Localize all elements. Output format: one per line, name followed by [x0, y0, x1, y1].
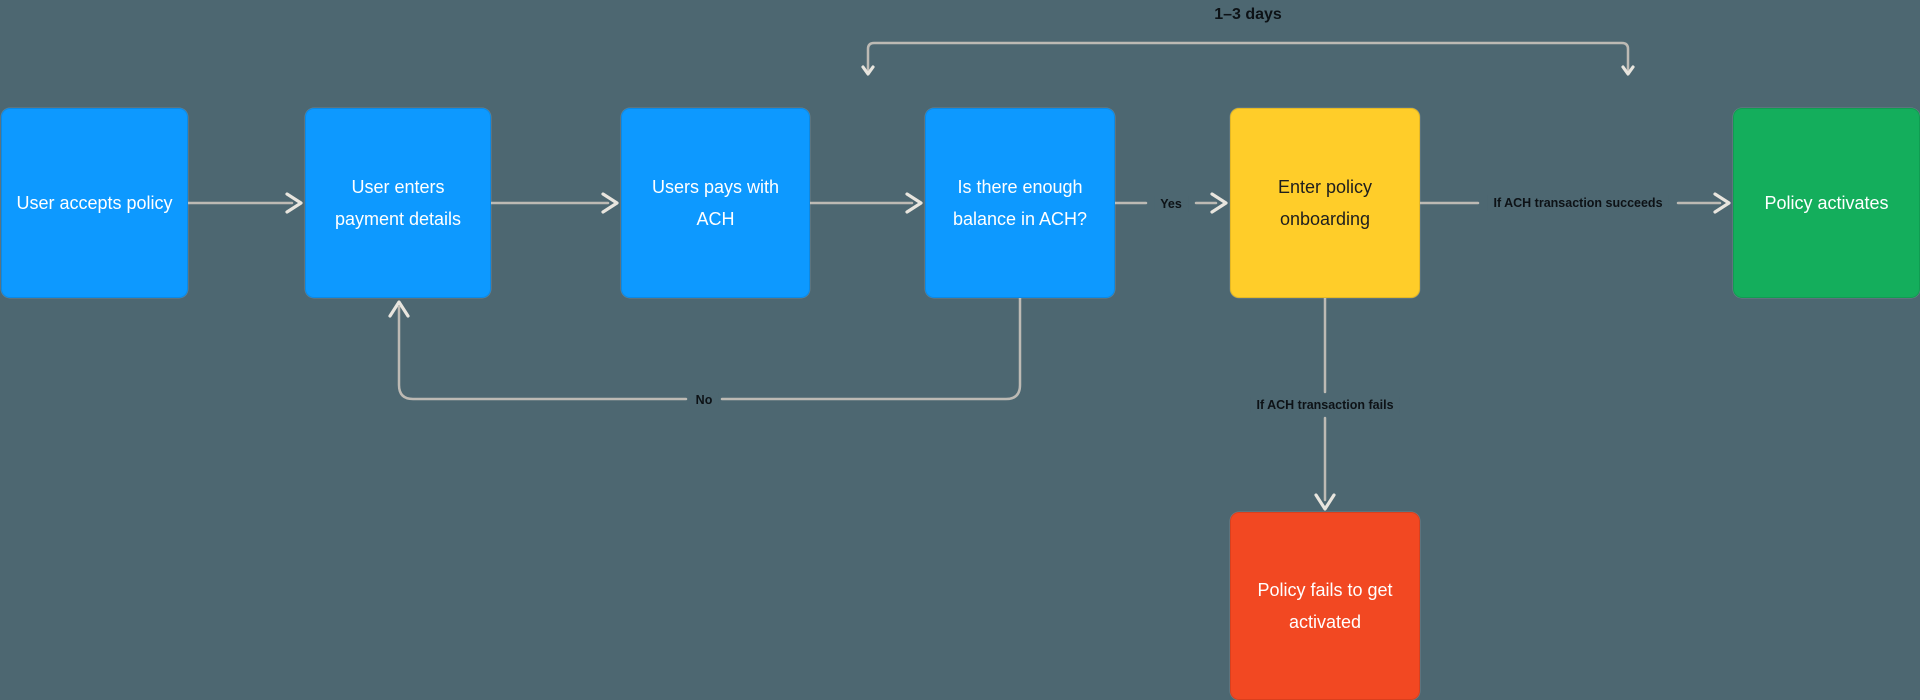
- node-label: Policy fails to get activated: [1257, 580, 1393, 632]
- arrowhead-right-icon: [1210, 192, 1228, 214]
- node-policy-activates[interactable]: Policy activates: [1733, 108, 1920, 298]
- node-label: Users pays with ACH: [651, 177, 780, 229]
- edge-no-loop-left: [397, 305, 688, 401]
- node-label: Policy activates: [1764, 193, 1889, 213]
- arrowhead-right-icon: [1713, 192, 1731, 214]
- bracket-tick-down-icon: [861, 65, 875, 76]
- node-policy-fails[interactable]: Policy fails to get activated: [1230, 512, 1420, 700]
- arrowhead-right-icon: [601, 192, 619, 214]
- duration-bracket: [866, 41, 1630, 74]
- arrowhead-down-icon: [1314, 493, 1336, 511]
- node-label: Is there enough balance in ACH?: [952, 177, 1088, 229]
- bracket-tick-down-icon: [1621, 65, 1635, 76]
- node-enter-policy-onboarding[interactable]: Enter policy onboarding: [1230, 108, 1420, 298]
- arrowhead-right-icon: [285, 192, 303, 214]
- connector-lines: [186, 41, 1722, 502]
- node-user-accepts-policy[interactable]: User accepts policy: [1, 108, 188, 298]
- node-label: User enters payment details: [334, 177, 462, 229]
- node-label: User accepts policy: [16, 193, 173, 213]
- connector-arrowheads: [285, 65, 1731, 511]
- node-users-pays-with-ach[interactable]: Users pays with ACH: [621, 108, 810, 298]
- edge-no-loop-right: [720, 296, 1022, 401]
- node-balance-decision[interactable]: Is there enough balance in ACH?: [925, 108, 1115, 298]
- duration-label[interactable]: 1–3 days: [1214, 6, 1282, 23]
- node-user-enters-payment-details[interactable]: User enters payment details: [305, 108, 491, 298]
- arrowhead-up-icon: [388, 300, 410, 318]
- edge-label-ach-fails[interactable]: If ACH transaction fails: [1250, 397, 1400, 413]
- edge-label-ach-succeeds[interactable]: If ACH transaction succeeds: [1487, 195, 1669, 211]
- edge-label-no[interactable]: No: [689, 392, 719, 408]
- edge-label-yes[interactable]: Yes: [1154, 196, 1188, 212]
- node-label: Enter policy onboarding: [1277, 177, 1373, 229]
- arrowhead-right-icon: [905, 192, 923, 214]
